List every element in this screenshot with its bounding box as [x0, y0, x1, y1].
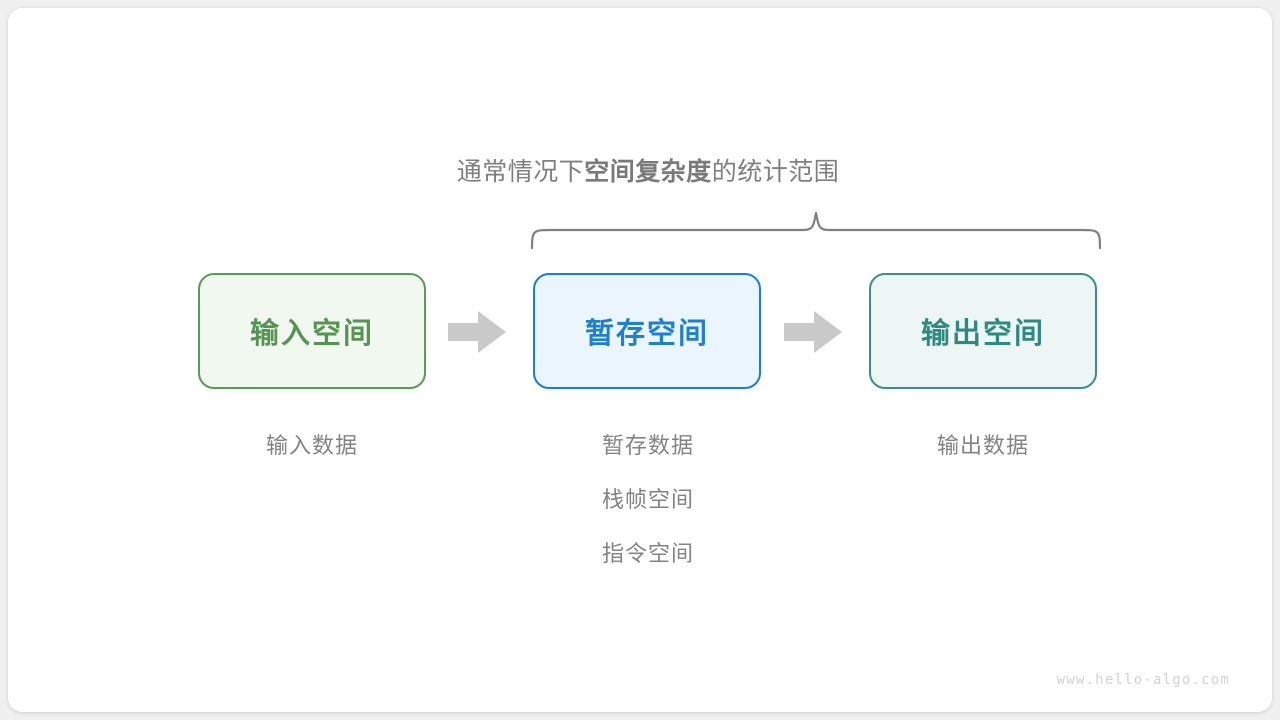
- box-output-space[interactable]: 输出空间: [869, 273, 1097, 389]
- arrow-right-icon-2: [784, 311, 842, 353]
- brace-caption: 通常情况下空间复杂度的统计范围: [8, 152, 1280, 188]
- white-card: 通常情况下空间复杂度的统计范围 输入空间 暂存空间 输出空间 输入数据 暂存数据: [8, 8, 1272, 712]
- box-input-space-label: 输入空间: [249, 318, 374, 350]
- caption-temp-line-1: 暂存数据: [601, 433, 694, 458]
- box-temp-space-label: 暂存空间: [584, 318, 709, 350]
- arrow-right-icon-1: [448, 311, 506, 353]
- brace-caption-prefix: 通常情况下: [456, 158, 585, 186]
- box-output-space-label: 输出空间: [920, 318, 1045, 350]
- brace-caption-suffix: 的统计范围: [711, 158, 840, 186]
- watermark: www.hello-algo.com: [1056, 672, 1230, 688]
- caption-temp-line-2: 栈帧空间: [601, 487, 694, 512]
- box-temp-space[interactable]: 暂存空间: [533, 273, 761, 389]
- caption-input-line-1: 输入数据: [265, 433, 358, 458]
- caption-input: 输入数据: [162, 428, 462, 482]
- curly-brace-icon: [530, 211, 1102, 250]
- caption-temp: 暂存数据 栈帧空间 指令空间: [498, 428, 798, 590]
- box-input-space[interactable]: 输入空间: [198, 273, 426, 389]
- caption-output-line-1: 输出数据: [936, 433, 1029, 458]
- caption-temp-line-3: 指令空间: [601, 541, 694, 566]
- brace-caption-bold: 空间复杂度: [584, 158, 712, 186]
- caption-output: 输出数据: [833, 428, 1133, 482]
